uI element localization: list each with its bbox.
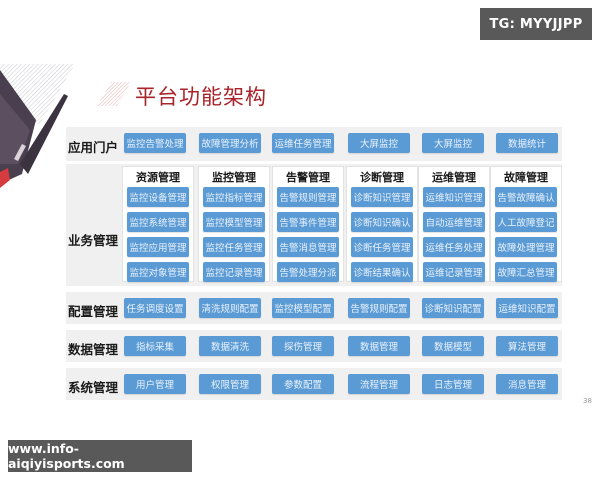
portal-item[interactable]: 故障管理分析 bbox=[199, 133, 261, 153]
business-item[interactable]: 诊断知识管理 bbox=[351, 187, 413, 207]
business-item[interactable]: 运维任务处理 bbox=[423, 237, 485, 257]
data-item[interactable]: 数据模型 bbox=[422, 336, 484, 356]
group-title: 诊断管理 bbox=[360, 171, 404, 184]
business-item[interactable]: 故障处理管理 bbox=[495, 237, 557, 257]
business-item[interactable]: 诊断知识确认 bbox=[351, 212, 413, 232]
portal-item[interactable]: 运维任务管理 bbox=[272, 133, 334, 153]
group-title: 告警管理 bbox=[286, 171, 330, 184]
business-item[interactable]: 监控模型管理 bbox=[203, 212, 265, 232]
system-item[interactable]: 流程管理 bbox=[348, 374, 410, 394]
system-item[interactable]: 权限管理 bbox=[199, 374, 261, 394]
business-item[interactable]: 诊断结果确认 bbox=[351, 262, 413, 282]
business-item[interactable]: 监控应用管理 bbox=[127, 237, 189, 257]
portal-item[interactable]: 大屏监控 bbox=[422, 133, 484, 153]
row-label-system: 系统管理 bbox=[67, 380, 118, 395]
business-item[interactable]: 自动运维管理 bbox=[423, 212, 485, 232]
group-monitor: 监控管理 监控指标管理 监控模型管理 监控任务管理 监控记录管理 bbox=[198, 166, 270, 282]
config-item[interactable]: 任务调度设置 bbox=[124, 298, 186, 318]
row-data: 数据管理 指标采集 数据清洗 探伤管理 数据管理 数据模型 算法管理 bbox=[66, 330, 562, 362]
system-item[interactable]: 参数配置 bbox=[272, 374, 334, 394]
watermark-bottom-left: www.info-aiqiyisports.com bbox=[8, 440, 192, 472]
business-item[interactable]: 监控任务管理 bbox=[203, 237, 265, 257]
decorative-corner-graphic bbox=[0, 64, 75, 188]
group-fault: 故障管理 告警故障确认 人工故障登记 故障处理管理 故障汇总管理 bbox=[490, 166, 562, 282]
group-title: 资源管理 bbox=[136, 171, 180, 184]
group-diagnosis: 诊断管理 诊断知识管理 诊断知识确认 诊断任务管理 诊断结果确认 bbox=[346, 166, 418, 282]
config-item[interactable]: 监控模型配置 bbox=[272, 298, 334, 318]
business-item[interactable]: 告警事件管理 bbox=[277, 212, 339, 232]
business-item[interactable]: 监控系统管理 bbox=[127, 212, 189, 232]
row-portal: 应用门户 监控告警处理 故障管理分析 运维任务管理 大屏监控 大屏监控 数据统计 bbox=[66, 127, 562, 161]
config-item[interactable]: 告警规则配置 bbox=[348, 298, 410, 318]
group-title: 监控管理 bbox=[212, 171, 256, 184]
business-item[interactable]: 诊断任务管理 bbox=[351, 237, 413, 257]
row-system: 系统管理 用户管理 权限管理 参数配置 流程管理 日志管理 消息管理 bbox=[66, 368, 562, 400]
portal-item[interactable]: 数据统计 bbox=[496, 133, 558, 153]
business-item[interactable]: 告警故障确认 bbox=[495, 187, 557, 207]
watermark-top-right: TG: MYYJJPP bbox=[480, 8, 592, 40]
config-item[interactable]: 诊断知识配置 bbox=[422, 298, 484, 318]
data-item[interactable]: 算法管理 bbox=[496, 336, 558, 356]
group-operations: 运维管理 运维知识管理 自动运维管理 运维任务处理 运维记录管理 bbox=[418, 166, 490, 282]
business-item[interactable]: 告警消息管理 bbox=[277, 237, 339, 257]
data-item[interactable]: 数据管理 bbox=[348, 336, 410, 356]
config-item[interactable]: 运维知识配置 bbox=[496, 298, 558, 318]
business-item[interactable]: 监控指标管理 bbox=[203, 187, 265, 207]
business-item[interactable]: 人工故障登记 bbox=[495, 212, 557, 232]
title-stripe-decoration bbox=[97, 82, 131, 106]
system-item[interactable]: 消息管理 bbox=[496, 374, 558, 394]
config-item[interactable]: 清洗规则配置 bbox=[199, 298, 261, 318]
row-label-data: 数据管理 bbox=[67, 342, 118, 357]
business-item[interactable]: 告警处理分派 bbox=[277, 262, 339, 282]
page-number: 38 bbox=[583, 397, 592, 405]
business-item[interactable]: 监控对象管理 bbox=[127, 262, 189, 282]
business-item[interactable]: 监控设备管理 bbox=[127, 187, 189, 207]
business-item[interactable]: 故障汇总管理 bbox=[495, 262, 557, 282]
business-item[interactable]: 运维记录管理 bbox=[423, 262, 485, 282]
page-title: 平台功能架构 bbox=[135, 85, 267, 109]
business-item[interactable]: 告警规则管理 bbox=[277, 187, 339, 207]
row-config: 配置管理 任务调度设置 清洗规则配置 监控模型配置 告警规则配置 诊断知识配置 … bbox=[66, 292, 562, 324]
group-title: 运维管理 bbox=[432, 171, 476, 184]
portal-item[interactable]: 大屏监控 bbox=[348, 133, 410, 153]
group-resource: 资源管理 监控设备管理 监控系统管理 监控应用管理 监控对象管理 bbox=[122, 166, 194, 282]
group-alarm: 告警管理 告警规则管理 告警事件管理 告警消息管理 告警处理分派 bbox=[272, 166, 344, 282]
system-item[interactable]: 日志管理 bbox=[422, 374, 484, 394]
row-label-config: 配置管理 bbox=[67, 304, 118, 319]
business-item[interactable]: 监控记录管理 bbox=[203, 262, 265, 282]
business-item[interactable]: 运维知识管理 bbox=[423, 187, 485, 207]
data-item[interactable]: 数据清洗 bbox=[199, 336, 261, 356]
portal-item[interactable]: 监控告警处理 bbox=[124, 133, 186, 153]
row-label-business: 业务管理 bbox=[67, 233, 118, 248]
data-item[interactable]: 探伤管理 bbox=[272, 336, 334, 356]
system-item[interactable]: 用户管理 bbox=[124, 374, 186, 394]
data-item[interactable]: 指标采集 bbox=[124, 336, 186, 356]
group-title: 故障管理 bbox=[504, 171, 548, 184]
row-business: 业务管理 资源管理 监控设备管理 监控系统管理 监控应用管理 监控对象管理 监控… bbox=[66, 164, 562, 286]
row-label-portal: 应用门户 bbox=[67, 140, 118, 155]
